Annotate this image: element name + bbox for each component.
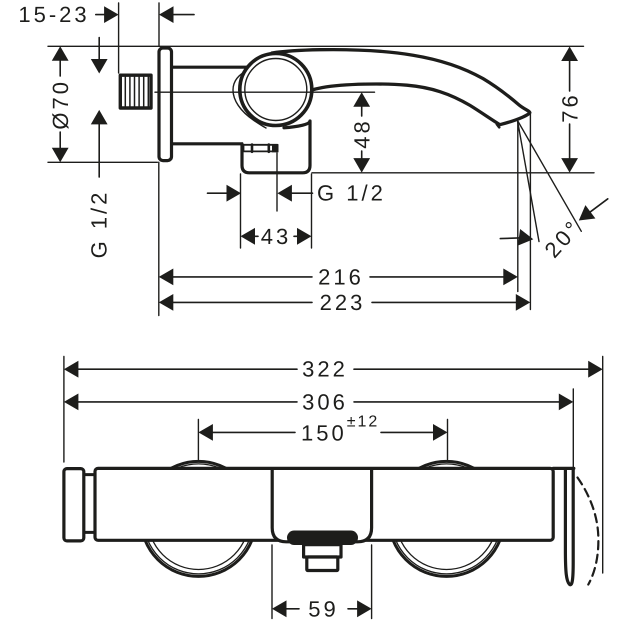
side-view	[47, 2, 609, 317]
body-dome-arc	[232, 68, 267, 129]
dim-spray-angle-arrow-right	[578, 205, 596, 221]
stream-lines	[516, 112, 582, 311]
dim-body-width	[63, 393, 574, 411]
inlet-pipe-body	[118, 73, 153, 110]
label-wall-distance: 15-23	[18, 2, 89, 27]
dim-escutcheon-diameter-arrow-bottom	[51, 147, 69, 163]
handle-knob	[62, 467, 97, 543]
label-reach-aerator: 216	[318, 264, 364, 289]
aerator-step-2	[305, 555, 340, 573]
label-spout-width: 59	[308, 596, 338, 621]
handle-disc-inner	[244, 57, 308, 122]
dim-306-arrow-left	[63, 393, 79, 411]
outlet-nipple	[242, 143, 279, 154]
spout-front	[551, 466, 600, 587]
dim-322-arrow-right	[588, 360, 603, 378]
label-outlet-width: 43	[261, 224, 291, 249]
dim-76-arrow-top	[561, 46, 578, 61]
label-spout-outlet-height: 76	[558, 92, 583, 122]
dim-306-arrow-right	[558, 393, 574, 411]
outlet-housing-outline	[240, 119, 312, 175]
wall-escutcheon	[157, 46, 174, 163]
dim-outlet-thread	[206, 184, 314, 202]
aerator	[302, 542, 343, 573]
outlet-nipple-end	[272, 144, 279, 153]
dim-wall-distance-arrow-left	[104, 6, 119, 23]
inlet-pipe	[118, 73, 153, 110]
dim-223-arrow-right	[515, 294, 531, 311]
dim-150-arrow-right	[433, 424, 448, 441]
label-escutcheon-diameter: Ø70	[48, 79, 73, 130]
dim-escutcheon-diameter-arrow-top	[51, 46, 69, 61]
label-reach-overall: 223	[320, 290, 366, 315]
dim-43-arrow-left	[240, 227, 255, 245]
handle-disc	[237, 51, 314, 128]
dim-216-arrow-left	[158, 268, 174, 286]
dim-spout-underside-height	[353, 92, 371, 173]
label-connection-tolerance: ±12	[347, 413, 380, 430]
dim-reach-aerator	[158, 268, 518, 286]
spout-opening	[287, 530, 358, 545]
dim-connection-distance	[198, 424, 448, 441]
dim-inlet-thread	[90, 36, 108, 178]
dim-322-arrow-left	[63, 360, 79, 378]
water-stream-line	[516, 119, 540, 243]
reference-lines	[47, 2, 595, 317]
spray-angle-line	[516, 119, 582, 233]
dim-216-arrow-right	[503, 268, 518, 286]
label-connection-distance: 150±12	[301, 413, 379, 445]
dim-48-arrow-top	[353, 92, 371, 107]
front-view-labels: 322 306 150±12 59	[301, 357, 379, 622]
dim-outlet-width	[240, 227, 312, 245]
aerator-step-1	[302, 542, 343, 559]
spout-hidden-edge	[576, 476, 600, 586]
dim-59-arrow-left	[272, 600, 287, 618]
dim-150-arrow-left	[198, 424, 213, 441]
dim-wall-distance-arrow-right	[159, 6, 174, 23]
label-spout-underside-height: 48	[350, 118, 375, 148]
dim-inlet-thread-arrow-bottom	[90, 109, 108, 125]
spout-front-profile	[563, 468, 575, 587]
label-overall-width: 322	[302, 357, 348, 382]
dim-spray-angle-arrow-left	[517, 229, 534, 246]
dim-spray-angle-tail-right	[589, 198, 609, 213]
dim-outlet-thread-arrow-right	[277, 184, 292, 202]
dim-overall-width	[63, 360, 603, 378]
front-extension-lines	[63, 355, 604, 620]
dim-223-arrow-left	[158, 294, 174, 311]
dim-spout-outlet-height	[561, 46, 578, 173]
spout-outline	[270, 47, 532, 127]
dim-spray-angle	[499, 198, 609, 246]
dim-spout-width	[272, 600, 372, 618]
label-inlet-thread: G 1/2	[87, 190, 112, 259]
spout-fill	[272, 49, 530, 125]
dim-59-arrow-right	[357, 600, 372, 618]
dim-escutcheon-diameter	[51, 46, 69, 163]
dim-outlet-thread-arrow-left	[226, 184, 241, 202]
label-connection-distance-value: 150	[301, 420, 347, 445]
dim-48-arrow-bottom	[353, 158, 371, 173]
label-body-width: 306	[302, 389, 348, 414]
dim-76-arrow-bottom	[561, 158, 578, 173]
dim-reach-overall	[158, 294, 531, 311]
spout-housing-front-fill	[272, 470, 372, 542]
dim-43-arrow-right	[297, 227, 312, 245]
dim-inlet-thread-arrow-top	[90, 59, 108, 74]
aerator-mark	[495, 122, 501, 129]
dim-wall-distance	[95, 6, 195, 23]
label-outlet-thread: G 1/2	[317, 181, 386, 206]
handle-knob-cap	[62, 467, 86, 543]
front-view	[62, 355, 604, 620]
dim-spray-angle-tail-left	[499, 237, 520, 240]
